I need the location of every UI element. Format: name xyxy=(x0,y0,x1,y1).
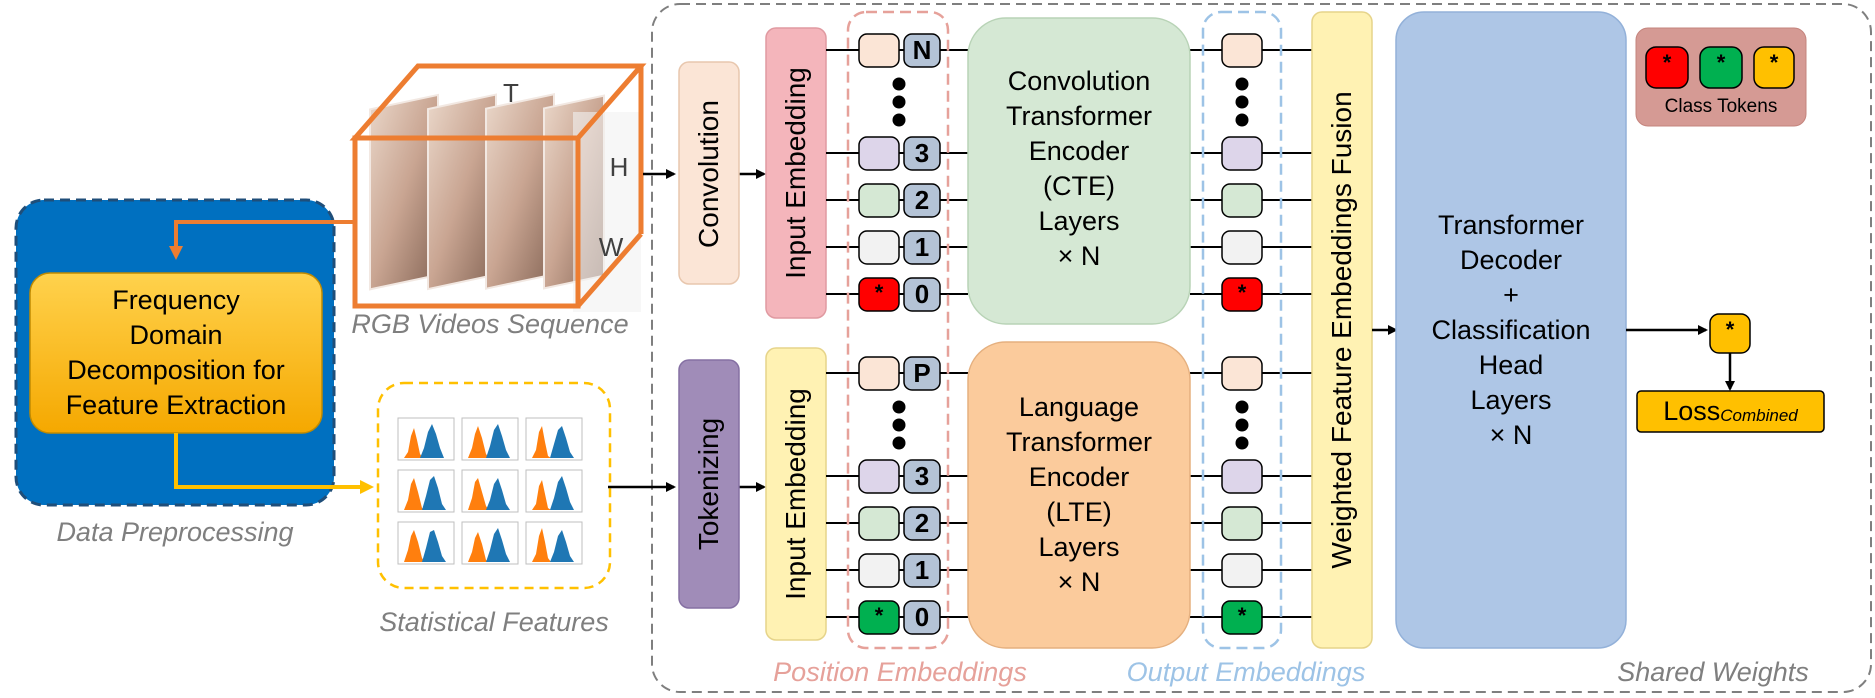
output-embeddings-label: Output Embeddings xyxy=(1126,656,1366,687)
data-preprocessing-label: Data Preprocessing xyxy=(56,516,294,547)
class-token-gold xyxy=(1753,46,1795,89)
decoder-line-4: Classification xyxy=(1431,314,1591,345)
pos-token-bottom-1: P xyxy=(913,358,931,388)
loss-main-text: Loss xyxy=(1663,396,1721,426)
pos-token-top-3: 2 xyxy=(914,185,930,215)
convolution-box xyxy=(678,61,740,285)
statistical-features-label: Statistical Features xyxy=(379,606,609,637)
tokenizing-box xyxy=(678,359,740,609)
decoder-line-7: × N xyxy=(1489,419,1533,450)
ellipsis-dots xyxy=(892,77,1249,450)
tokenizing-label: Tokenizing xyxy=(693,417,724,551)
rgb-videos-label: RGB Videos Sequence xyxy=(351,308,629,339)
decoder-line-5: Head xyxy=(1478,349,1544,380)
pos-token-bottom-5: 0 xyxy=(914,602,930,632)
pos-token-bottom-3: 2 xyxy=(914,508,930,538)
convolution-label: Convolution xyxy=(693,100,724,248)
class-token-green xyxy=(1699,46,1743,89)
pos-token-bottom-4: 1 xyxy=(914,555,930,585)
pos-token-top-4: 1 xyxy=(914,232,930,262)
lte-text: Language Transformer Encoder (LTE) Layer… xyxy=(968,390,1190,600)
cte-line-6: × N xyxy=(1057,241,1101,271)
class-tokens-label: Class Tokens xyxy=(1664,96,1778,117)
loss-box xyxy=(1636,390,1825,433)
class-token-red xyxy=(1645,46,1689,89)
input-embedding-top-box xyxy=(765,27,827,319)
lte-line-5: Layers xyxy=(1038,532,1120,562)
rgb-video-cube xyxy=(349,63,647,312)
decoder-line-6: Layers xyxy=(1470,384,1552,415)
input-class-token-green-star: * xyxy=(874,602,884,628)
fusion-label: Weighted Feature Embeddings Fusion xyxy=(1326,91,1357,569)
video-to-preprocess-arrow xyxy=(169,220,355,260)
freq-line-4: Feature Extraction xyxy=(65,389,287,420)
decoder-line-1: Transformer xyxy=(1437,209,1585,240)
class-token-gold-star: * xyxy=(1769,50,1779,75)
freq-line-3: Decomposition for xyxy=(67,354,285,385)
input-embedding-bottom-box xyxy=(765,347,827,641)
output-class-token-red-star: * xyxy=(1237,279,1247,305)
position-token-boxes xyxy=(903,33,941,635)
lte-box xyxy=(967,341,1191,649)
shared-weights-region xyxy=(651,3,1872,693)
input-tokens-top xyxy=(858,33,900,312)
output-tokens xyxy=(1221,33,1263,635)
position-embeddings-label: Position Embeddings xyxy=(773,656,1027,687)
cte-box xyxy=(967,17,1191,325)
input-class-token-red-star: * xyxy=(874,279,884,305)
pos-token-bottom-2: 3 xyxy=(914,461,930,491)
cte-line-1: Convolution xyxy=(1007,66,1151,96)
axis-t-label: T xyxy=(503,77,519,108)
output-class-token-green-star: * xyxy=(1237,602,1247,628)
class-token-green-star: * xyxy=(1716,50,1726,75)
lte-line-1: Language xyxy=(1018,392,1140,422)
input-embedding-bottom-label: Input Embedding xyxy=(780,388,811,600)
pos-token-top-5: 0 xyxy=(914,279,930,309)
decoder-line-3: + xyxy=(1503,279,1519,310)
cte-line-3: Encoder xyxy=(1028,136,1130,166)
output-embeddings-group xyxy=(1201,10,1283,650)
loss-subscript: Combined xyxy=(1720,405,1798,425)
preprocess-to-stats-arrow xyxy=(174,433,374,494)
shared-weights-label: Shared Weights xyxy=(1617,656,1809,687)
cte-text: Convolution Transformer Encoder (CTE) La… xyxy=(968,64,1190,274)
input-tokens-bottom xyxy=(858,356,900,635)
class-token-red-star: * xyxy=(1662,50,1672,75)
lte-line-4: (LTE) xyxy=(1046,497,1112,527)
lte-line-6: × N xyxy=(1057,567,1101,597)
freq-line-2: Domain xyxy=(129,319,223,350)
lte-line-2: Transformer xyxy=(1005,427,1153,457)
pos-token-top-2: 3 xyxy=(914,138,930,168)
axis-h-label: H xyxy=(609,151,629,182)
decoder-text: Transformer Decoder + Classification Hea… xyxy=(1396,205,1626,455)
pos-token-top-1: N xyxy=(912,35,932,65)
freq-line-1: Frequency xyxy=(112,284,240,315)
decoder-line-2: Decoder xyxy=(1459,244,1563,275)
frequency-decomposition-text: Frequency Domain Decomposition for Featu… xyxy=(30,280,322,425)
histogram-thumbnails xyxy=(397,417,583,565)
cte-line-2: Transformer xyxy=(1005,101,1153,131)
cte-line-5: Layers xyxy=(1038,206,1120,236)
axis-w-label: W xyxy=(598,231,624,262)
output-token-star: * xyxy=(1725,317,1735,342)
input-embedding-top-label: Input Embedding xyxy=(780,67,811,279)
lte-line-3: Encoder xyxy=(1028,462,1130,492)
cte-line-4: (CTE) xyxy=(1043,171,1115,201)
position-embeddings-group xyxy=(846,10,950,650)
